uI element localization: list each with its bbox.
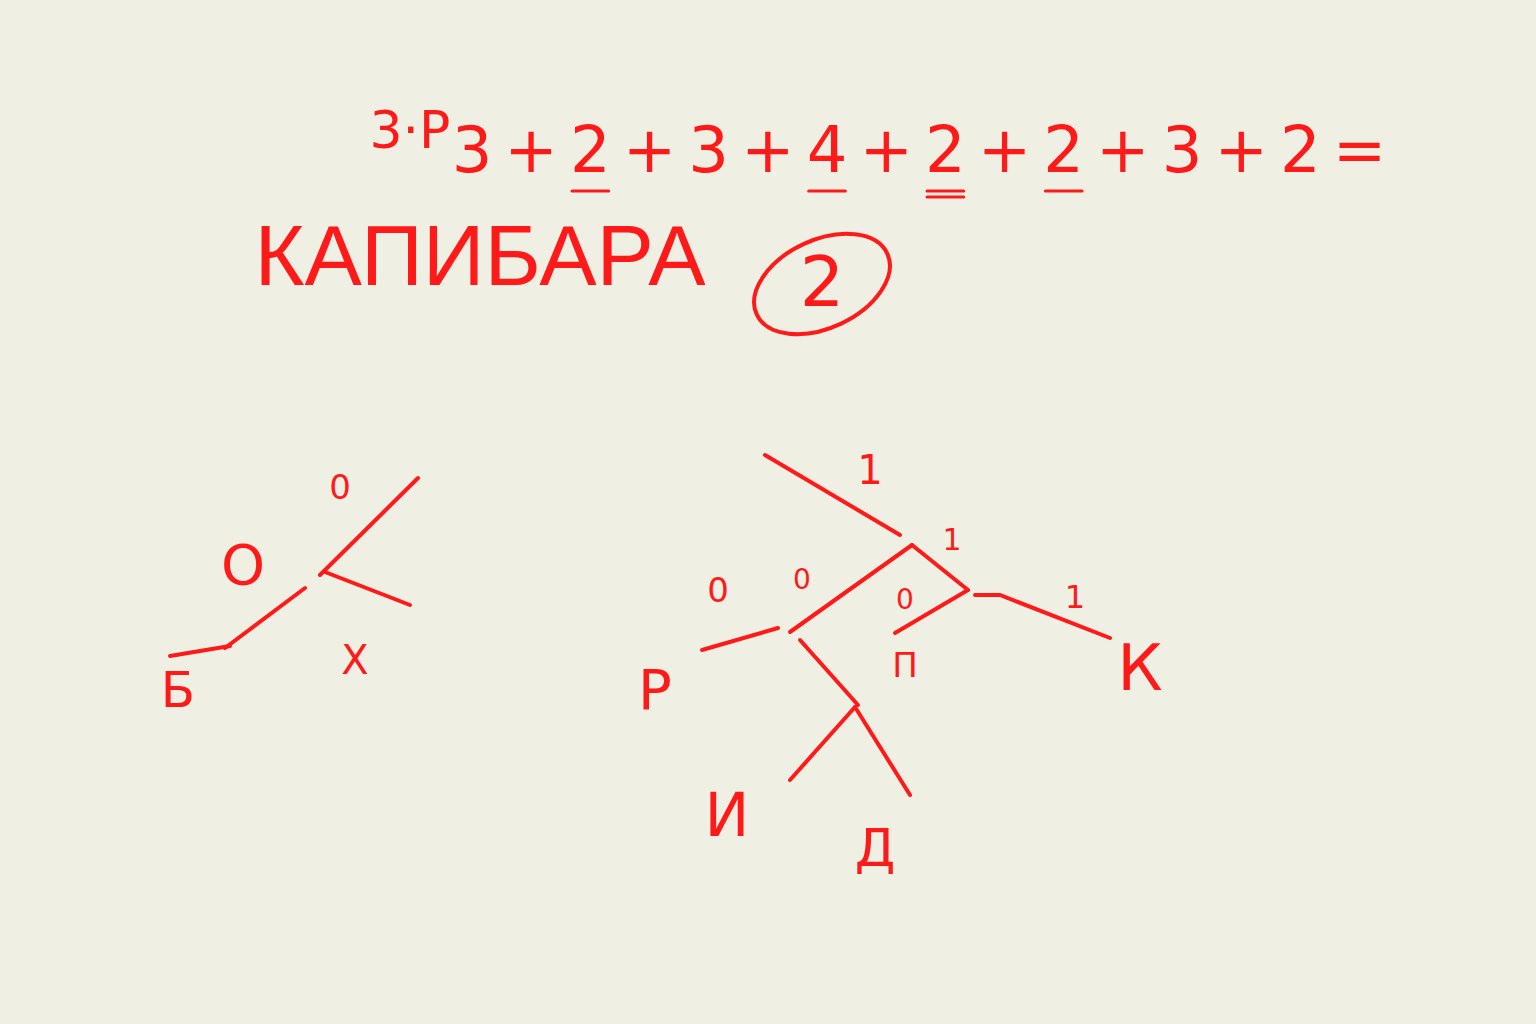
branch-bit: 1 bbox=[942, 525, 961, 555]
branch-bit: 0 bbox=[896, 586, 914, 614]
tree-letter: Х bbox=[341, 640, 368, 680]
tree-letter: Б bbox=[161, 665, 195, 715]
tree-letter: П bbox=[892, 648, 918, 682]
tree-letter: К bbox=[1117, 636, 1162, 700]
branch-bit: 1 bbox=[857, 450, 882, 490]
branch-bit: 0 bbox=[707, 573, 729, 607]
branch-bit: 1 bbox=[1065, 581, 1085, 613]
underline-mark bbox=[1045, 190, 1082, 193]
tree-letter: О bbox=[221, 537, 265, 593]
underline-mark bbox=[927, 196, 964, 199]
tree-branch bbox=[790, 707, 855, 780]
formula-prefix: 3·Р bbox=[370, 104, 451, 156]
circle-mark bbox=[738, 214, 906, 355]
circled-number: 2 bbox=[800, 247, 845, 317]
underline-mark bbox=[572, 190, 609, 193]
tree-letter: Д bbox=[855, 822, 896, 874]
tree-branch bbox=[800, 640, 858, 705]
word-heading: КАПИБАРА bbox=[255, 212, 706, 298]
tree-branch bbox=[975, 595, 1110, 638]
tree-branch bbox=[702, 628, 778, 650]
branch-bit: 0 bbox=[329, 470, 351, 504]
sum-formula: 3+2+3+4+2+2+3+2= bbox=[452, 118, 1399, 182]
tree-letter: Р bbox=[638, 662, 672, 718]
tree-branch bbox=[790, 545, 912, 632]
tree-letter: И bbox=[705, 785, 750, 845]
tree-branch bbox=[325, 572, 410, 605]
tree-branch bbox=[225, 588, 305, 648]
branch-bit: 0 bbox=[793, 566, 811, 594]
underline-mark bbox=[927, 190, 964, 193]
tree-branch bbox=[170, 646, 230, 656]
underline-mark bbox=[809, 190, 846, 193]
tree-branch bbox=[855, 707, 910, 795]
